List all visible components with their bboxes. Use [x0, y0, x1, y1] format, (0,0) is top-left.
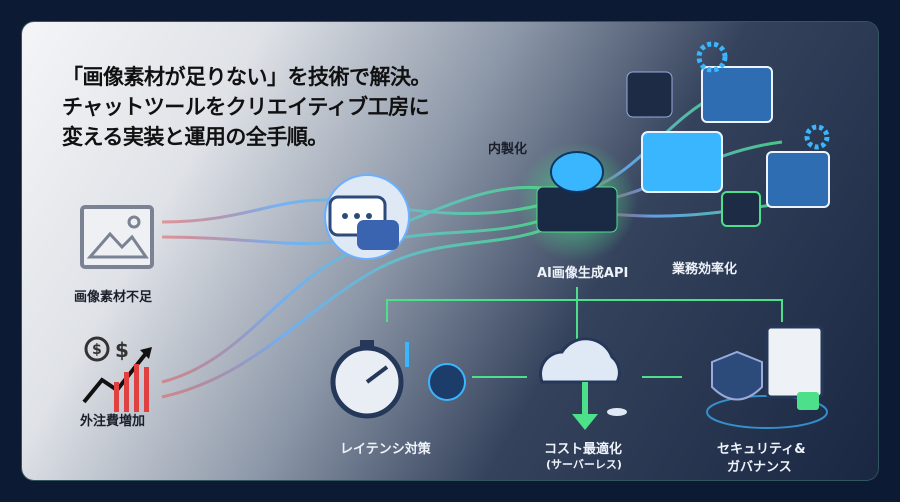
cost-increase-chart-icon: $ $: [82, 336, 152, 412]
label-efficiency: 業務効率化: [672, 262, 738, 277]
label-cost-optimization: コスト最適化: [544, 442, 623, 457]
label-image-shortage: 画像素材不足: [74, 290, 153, 305]
headline-line-2: チャットツールをクリエイティブ工房に: [62, 95, 430, 119]
stopwatch-icon: [330, 340, 466, 419]
label-governance: ガバナンス: [727, 460, 792, 475]
generated-images-icon: [626, 41, 830, 227]
label-ai-api: AI画像生成API: [537, 266, 629, 281]
image-placeholder-icon: [80, 205, 154, 269]
ai-chip-icon: [517, 142, 637, 262]
cloud-server-icon: [539, 337, 627, 430]
headline-line-3: 変える実装と運用の全手順。: [62, 125, 328, 149]
chat-bubble-icon: [324, 174, 410, 260]
infographic-card: $ $ 「画像素材が足りない」を技術で解決: [22, 22, 878, 480]
headline-line-1: 「画像素材が足りない」を技術で解決。: [62, 65, 432, 89]
svg-text:$: $: [115, 338, 129, 362]
label-outsourcing-cost: 外注費増加: [80, 414, 146, 429]
label-latency: レイテンシ対策: [340, 442, 431, 457]
label-inhouse: 内製化: [488, 142, 528, 157]
label-security: セキュリティ&: [717, 442, 806, 457]
svg-text:$: $: [92, 342, 102, 358]
label-serverless: (サーバーレス): [546, 458, 622, 471]
headline: 「画像素材が足りない」を技術で解決。 チャットツールをクリエイティブ工房に 変え…: [62, 62, 432, 152]
flow-illustration: $ $: [80, 41, 830, 430]
security-shield-icon: [706, 325, 828, 429]
